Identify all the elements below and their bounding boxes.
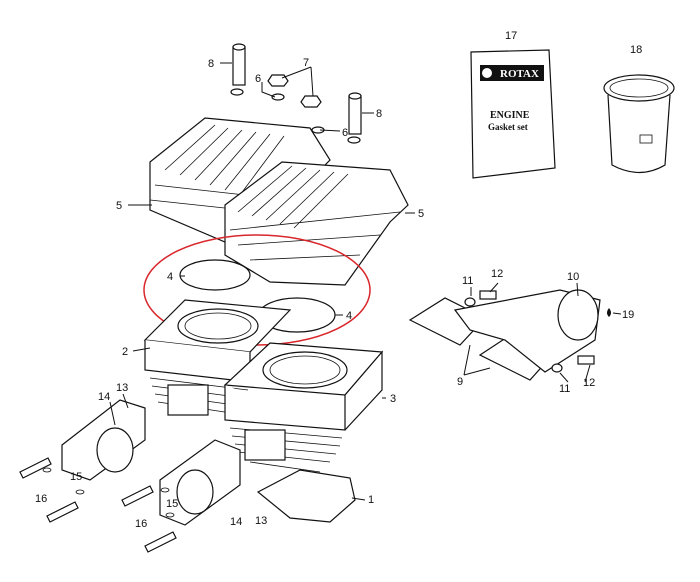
callout-4: 4	[346, 310, 352, 322]
stud-sleeve-left	[232, 43, 246, 86]
callout-9: 9	[457, 376, 463, 388]
base-gasket	[256, 469, 356, 523]
leader-lines	[109, 62, 622, 501]
callout-12: 12	[491, 268, 503, 280]
callout-16: 16	[35, 493, 47, 505]
cylinder-right	[223, 342, 384, 473]
callout-14: 14	[230, 516, 242, 528]
svg-text:Gasket set: Gasket set	[488, 122, 528, 132]
callout-13: 13	[255, 515, 267, 527]
bolts	[19, 457, 177, 553]
exhaust-manifold	[408, 289, 611, 381]
intake-flange-left	[42, 399, 146, 495]
cylinder-left	[143, 299, 292, 416]
callout-5: 5	[116, 200, 122, 212]
callout-17: 17	[505, 30, 517, 42]
callout-6: 6	[255, 73, 261, 85]
callout-4: 4	[167, 271, 173, 283]
callout-5: 5	[418, 208, 424, 220]
svg-text:ENGINE: ENGINE	[490, 110, 530, 121]
stud-sleeve-right	[348, 92, 362, 135]
callout-14: 14	[98, 391, 110, 403]
callout-labels: 8 6 7 8 6 5 5 4 4 2 3 1 13 14 15 16 16 1…	[35, 30, 642, 530]
callout-10: 10	[567, 271, 579, 283]
head-gasket-left	[179, 259, 251, 291]
callout-15: 15	[166, 498, 178, 510]
callout-8: 8	[376, 108, 382, 120]
callout-11: 11	[462, 275, 473, 287]
callout-1: 1	[368, 494, 374, 506]
intake-flange-right	[159, 439, 241, 526]
callout-2: 2	[122, 346, 128, 358]
callout-15: 15	[70, 471, 82, 483]
cylinder-liner	[603, 74, 675, 174]
callout-6: 6	[342, 127, 348, 139]
callout-8: 8	[208, 58, 214, 70]
callout-16: 16	[135, 518, 147, 530]
callout-3: 3	[390, 393, 396, 405]
callout-12: 12	[583, 377, 595, 389]
svg-text:ROTAX: ROTAX	[500, 68, 539, 80]
callout-11: 11	[559, 383, 570, 395]
callout-18: 18	[630, 44, 642, 56]
callout-19: 19	[622, 309, 634, 321]
callout-7: 7	[303, 57, 309, 69]
gasket-set-booklet: ROTAX ENGINE Gasket set	[470, 49, 556, 179]
callout-13: 13	[116, 382, 128, 394]
